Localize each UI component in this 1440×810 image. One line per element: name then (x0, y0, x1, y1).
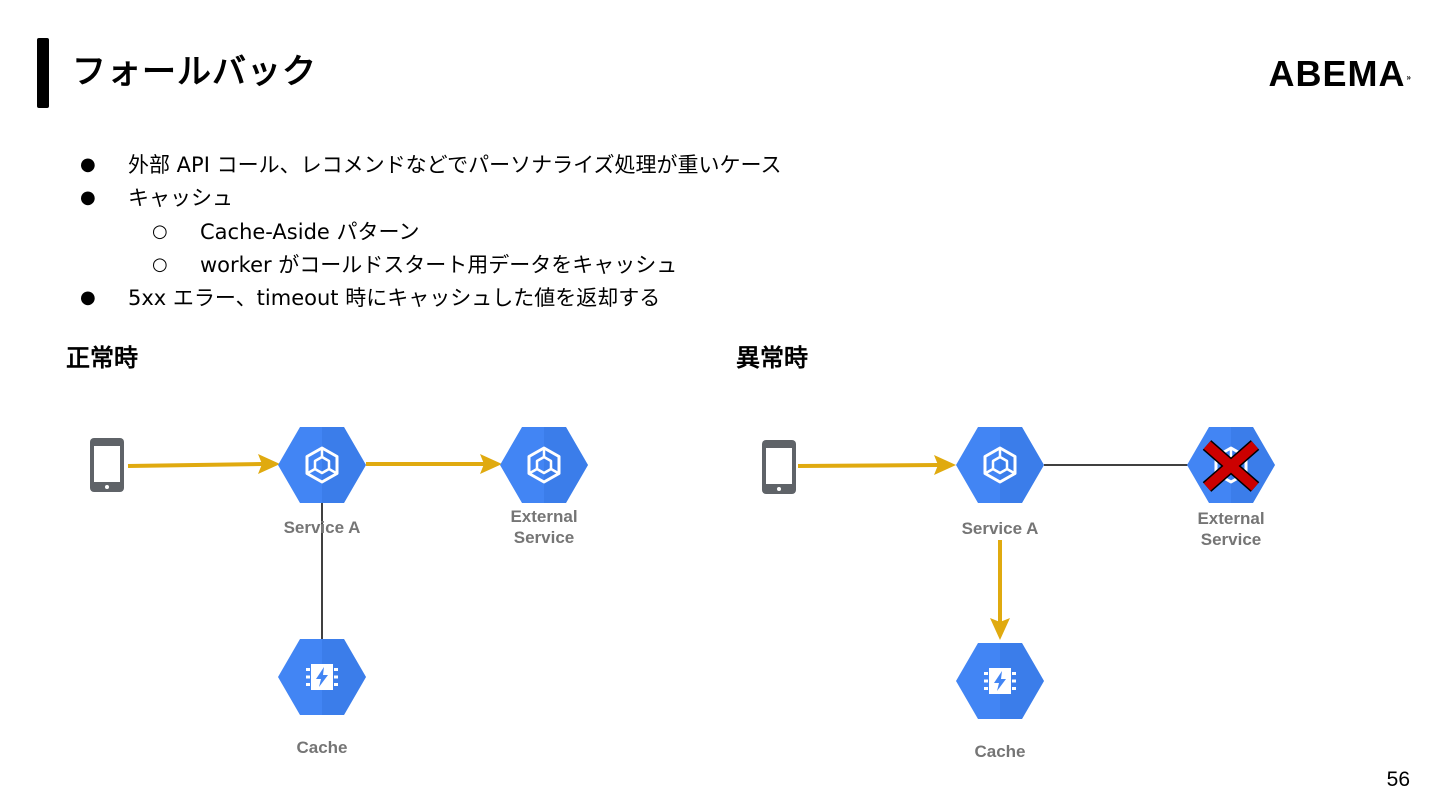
external-service-label: External Service (1161, 508, 1301, 550)
cache-node (278, 639, 366, 715)
smartphone-icon (90, 438, 124, 492)
sub-bullet-marker: ○ (152, 221, 168, 242)
bullet-marker: ● (80, 187, 96, 208)
sub-bullet-text: Cache-Aside パターン (200, 220, 420, 244)
abema-logo-text: ABEMA (1268, 53, 1406, 94)
service-a-node (956, 427, 1044, 503)
cache-label: Cache (974, 742, 1026, 761)
sub-bullet-text: worker がコールドスタート用データをキャッシュ (200, 253, 678, 277)
external-label-line2: Service (1200, 530, 1262, 549)
external-service-node (500, 427, 588, 503)
logo-mark-icon: » (1406, 73, 1412, 82)
cache-label: Cache (296, 738, 348, 757)
abnormal-diagram (762, 427, 1275, 719)
bullet-text: 外部 API コール、レコメンドなどでパーソナライズ処理が重いケース (128, 153, 782, 177)
bullet-marker: ● (80, 287, 96, 308)
sub-bullet-marker: ○ (152, 254, 168, 275)
bullet-text: キャッシュ (128, 186, 233, 210)
title-accent-bar (37, 38, 49, 108)
service-a-node (278, 427, 366, 503)
abema-logo: ABEMA» (1269, 52, 1412, 96)
service-to-external-arrow (366, 454, 502, 474)
external-service-label: External Service (474, 506, 614, 548)
normal-heading: 正常時 (66, 344, 138, 372)
normal-diagram (90, 427, 588, 715)
service-to-cache-arrow (990, 540, 1010, 640)
slide-title: フォールバック (72, 52, 317, 92)
smartphone-icon (762, 440, 796, 494)
service-a-label: Service A (961, 519, 1039, 538)
bullet-text: 5xx エラー、timeout 時にキャッシュした値を返却する (128, 286, 661, 310)
red-x-icon (1202, 440, 1260, 492)
abnormal-heading: 異常時 (736, 344, 808, 372)
external-label-line1: External (1197, 509, 1265, 528)
cache-node (956, 643, 1044, 719)
external-service-node (1187, 427, 1275, 503)
page-number: 56 (1386, 768, 1410, 791)
external-label-line1: External (510, 507, 578, 526)
external-label-line2: Service (513, 528, 575, 547)
service-a-label: Service A (283, 518, 361, 537)
phone-to-service-arrow (797, 455, 956, 475)
bullet-marker: ● (80, 154, 96, 175)
phone-to-service-arrow (127, 454, 280, 474)
